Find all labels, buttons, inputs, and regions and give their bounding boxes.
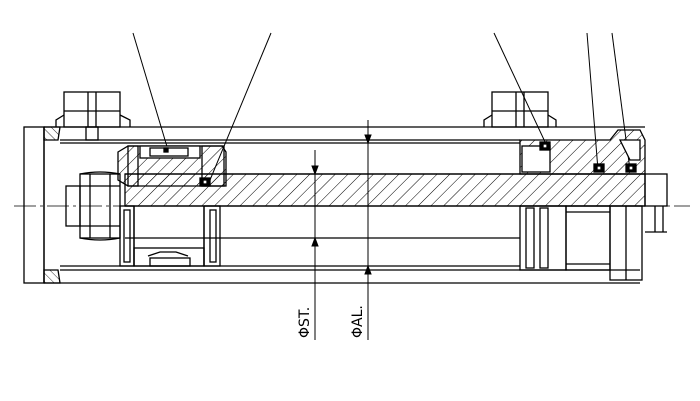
dimension-bore-diameter bbox=[364, 120, 372, 340]
dimension-stroke-diameter bbox=[311, 150, 319, 340]
stroke-diameter-label: ΦST. bbox=[297, 307, 313, 338]
bore-diameter-label: ΦAL. bbox=[350, 305, 366, 338]
rod-end-nut bbox=[65, 171, 121, 241]
right-port-fitting bbox=[483, 91, 557, 128]
right-gland bbox=[519, 129, 668, 281]
left-port-fitting bbox=[55, 91, 131, 141]
leader-lines bbox=[132, 32, 631, 181]
piston-seals bbox=[163, 147, 211, 187]
left-end-cap bbox=[23, 126, 61, 284]
